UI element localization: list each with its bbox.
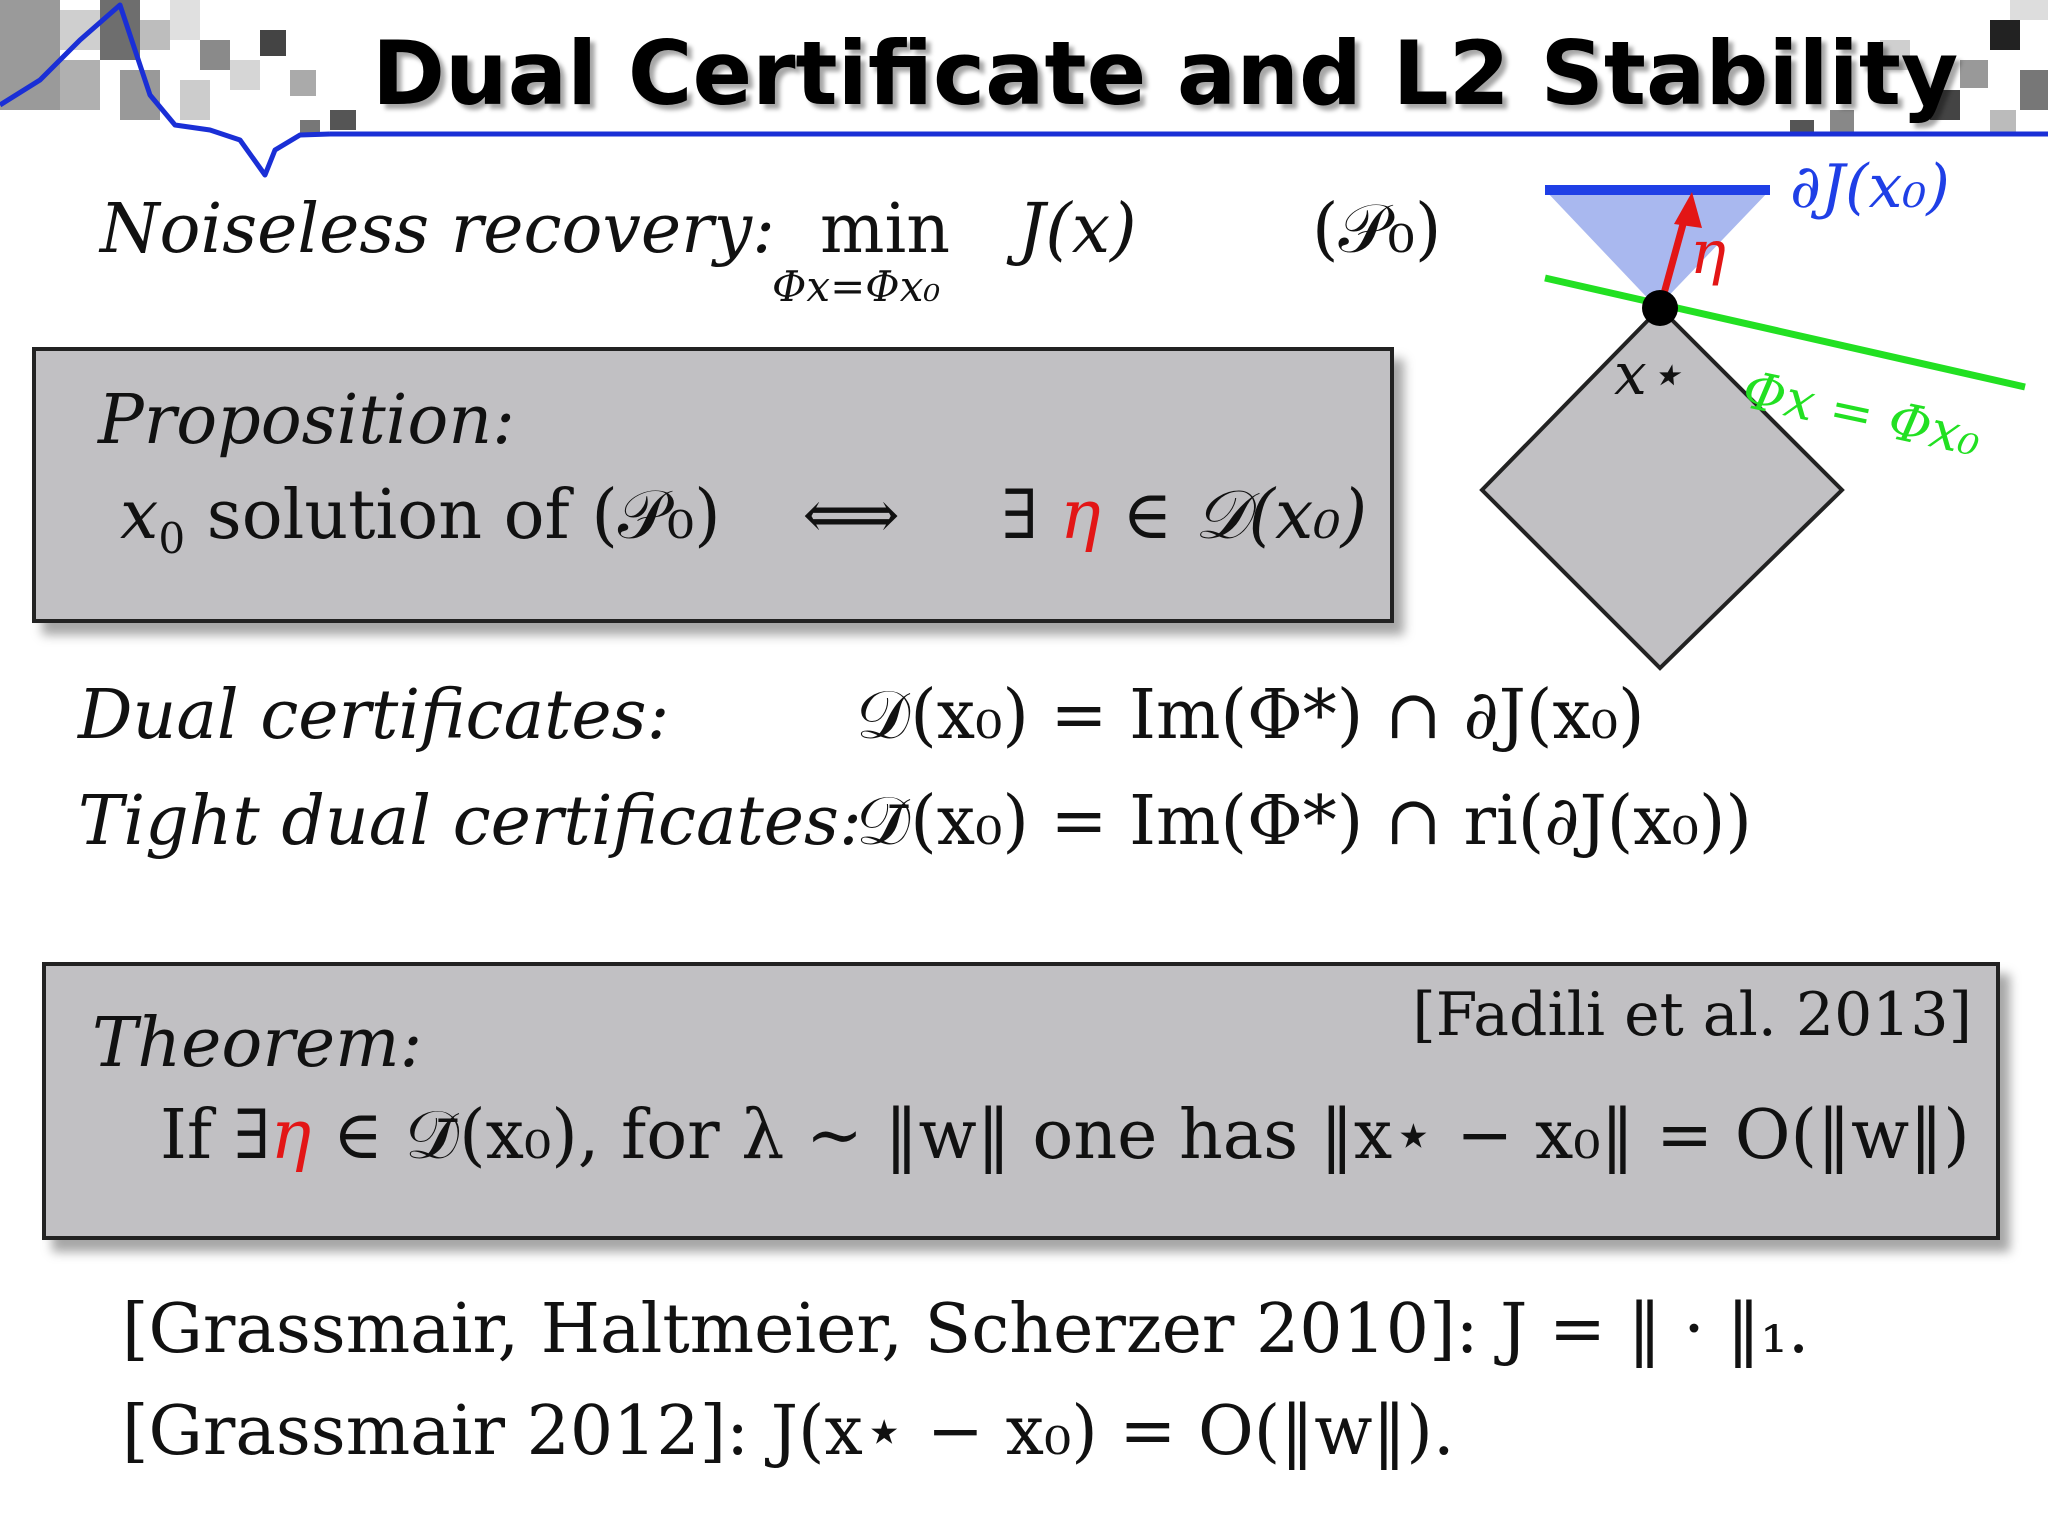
eta-label: η — [1690, 218, 1726, 288]
problem-label: (𝒫₀) — [1312, 190, 1442, 269]
header-pixel-mosaic-left — [0, 0, 356, 134]
reference-1: [Grassmair, Haltmeier, Scherzer 2010]: J… — [122, 1290, 1810, 1369]
objective: J(x) — [1018, 190, 1137, 269]
eta-arrowhead — [1674, 192, 1702, 228]
theorem-citation: [Fadili et al. 2013] — [1412, 980, 1972, 1050]
subdiff-label: ∂J(x₀) — [1790, 152, 1950, 222]
reference-2: [Grassmair 2012]: J(x⋆ − x₀) = O(‖w‖). — [122, 1392, 1455, 1471]
point-label: x⋆ — [1614, 340, 1684, 408]
subdifferential-cone — [1545, 190, 1770, 308]
exists-symbol: ∃ — [1001, 476, 1039, 555]
proposition-box: Proposition: x0 solution of (𝒫₀) ⟺ ∃ η ∈… — [32, 347, 1394, 623]
dual-label: Dual certificates: — [78, 676, 670, 755]
prop-x: x — [120, 476, 159, 555]
theorem-box: Theorem: [Fadili et al. 2013] If ∃η ∈ 𝒟̄… — [42, 962, 2000, 1240]
prop-eta: η — [1059, 476, 1101, 555]
tight-label: Tight dual certificates: — [78, 782, 862, 861]
iff-symbol: ⟺ — [802, 476, 900, 555]
proposition-statement: x0 solution of (𝒫₀) ⟺ ∃ η ∈ 𝒟(x₀) — [120, 476, 1367, 563]
min-subscript: Φx=Φx₀ — [772, 262, 941, 311]
dual-formula: 𝒟(x₀) = Im(Φ*) ∩ ∂J(x₀) — [856, 676, 1645, 755]
min-operator: min — [820, 190, 951, 269]
constraint-line — [1544, 274, 2026, 391]
tight-formula: 𝒟̄(x₀) = Im(Φ*) ∩ ri(∂J(x₀)) — [856, 782, 1752, 861]
prop-lhs-text: solution of (𝒫₀) — [185, 476, 721, 555]
prop-rhs: ∈ 𝒟(x₀) — [1100, 476, 1368, 555]
theorem-statement: If ∃η ∈ 𝒟̄(x₀), for λ ∼ ‖w‖ one has ‖x⋆ … — [160, 1096, 1970, 1176]
header-curve — [0, 2, 331, 178]
proposition-label: Proposition: — [98, 381, 516, 460]
theorem-label: Theorem: — [92, 1004, 423, 1083]
header-decoration — [0, 0, 2048, 178]
theorem-pre: If ∃ — [160, 1096, 271, 1175]
theorem-post: ∈ 𝒟̄(x₀), for λ ∼ ‖w‖ one has ‖x⋆ − x₀‖ … — [311, 1096, 1970, 1175]
slide-title: Dual Certificate and L2 Stability — [372, 22, 1959, 125]
prop-x-sub: 0 — [158, 513, 186, 563]
header-pixel-mosaic-right — [1790, 0, 2048, 134]
noiseless-label: Noiseless recovery: — [100, 190, 775, 269]
l1-ball — [1479, 305, 1845, 671]
theorem-eta: η — [270, 1096, 312, 1175]
geometry-figure — [1479, 185, 2026, 671]
solution-point — [1642, 290, 1678, 326]
